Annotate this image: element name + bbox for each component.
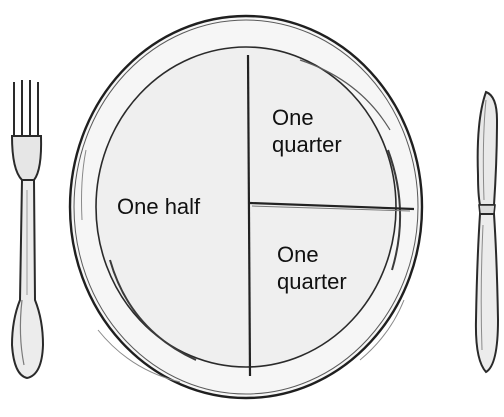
section-label-line: One half bbox=[117, 193, 200, 220]
knife-icon bbox=[476, 92, 498, 372]
section-label-quarter-top: One quarter bbox=[272, 104, 382, 158]
fork-icon bbox=[12, 80, 43, 378]
section-label-line: quarter bbox=[272, 131, 382, 158]
section-label-line: One bbox=[277, 241, 387, 268]
section-label-one-half: One half bbox=[117, 193, 200, 220]
section-label-quarter-bottom: One quarter bbox=[277, 241, 387, 295]
section-label-line: One bbox=[272, 104, 382, 131]
section-label-line: quarter bbox=[277, 268, 387, 295]
